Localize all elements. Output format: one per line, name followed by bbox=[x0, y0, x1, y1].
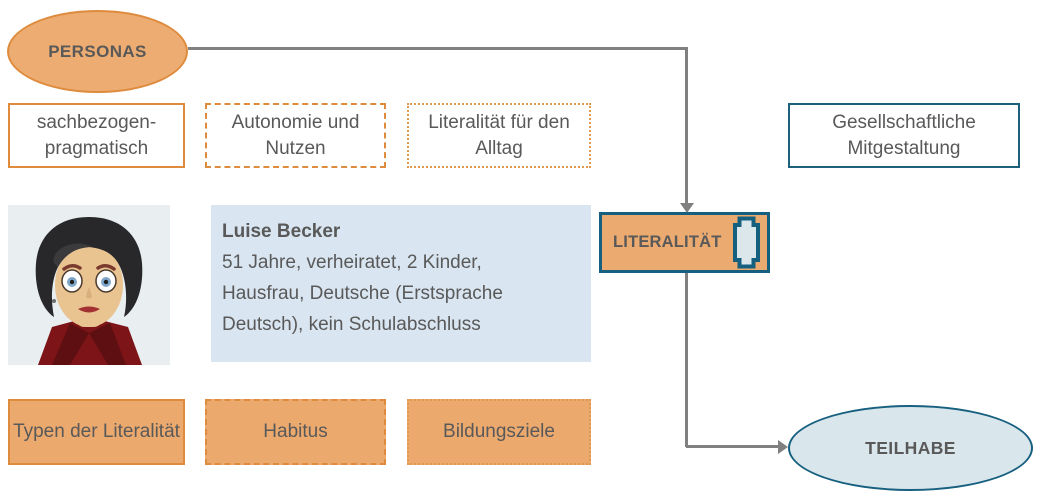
box-label: Habitus bbox=[263, 421, 328, 443]
persona-portrait bbox=[8, 205, 170, 365]
personas-label: PERSONAS bbox=[48, 41, 147, 61]
woman-avatar-icon bbox=[8, 205, 170, 365]
persona-name: Luise Becker bbox=[222, 221, 341, 242]
box-label: Typen der Literalität bbox=[13, 421, 180, 443]
arrowhead-down-icon bbox=[679, 203, 694, 213]
personas-node: PERSONAS bbox=[7, 10, 188, 93]
persona-details-line: 51 Jahre, verheiratet, 2 Kinder, bbox=[222, 252, 482, 273]
connector-teilhabe-horizontal bbox=[686, 445, 779, 448]
persona-details-line: Deutsch), kein Schulabschluss bbox=[222, 314, 481, 335]
box-literalitaet-alltag: Literalität für den Alltag bbox=[407, 103, 591, 168]
box-autonomie-und-nutzen: Autonomie und Nutzen bbox=[205, 103, 386, 168]
teilhabe-node: TEILHABE bbox=[788, 405, 1033, 491]
box-label: Bildungsziele bbox=[443, 421, 555, 443]
box-label: sachbezogen-pragmatisch bbox=[36, 112, 157, 159]
persona-info-card: Luise Becker 51 Jahre, verheiratet, 2 Ki… bbox=[211, 205, 591, 362]
literalitaet-node: LITERALITÄT bbox=[599, 212, 770, 273]
box-gesellschaftliche-mitgestaltung: Gesellschaftliche Mitgestaltung bbox=[788, 103, 1020, 168]
box-label: Gesellschaftliche Mitgestaltung bbox=[832, 112, 976, 159]
box-label: Autonomie und Nutzen bbox=[231, 112, 360, 159]
connector-personas-horizontal bbox=[188, 47, 686, 50]
box-label: Literalität für den Alltag bbox=[428, 112, 570, 159]
scroll-icon bbox=[733, 216, 760, 269]
box-sachbezogen-pragmatisch: sachbezogen-pragmatisch bbox=[8, 103, 185, 168]
persona-details-line: Hausfrau, Deutsche (Erstsprache bbox=[222, 283, 503, 304]
connector-personas-vertical bbox=[685, 47, 688, 204]
arrowhead-right-icon bbox=[778, 439, 788, 454]
box-habitus: Habitus bbox=[205, 399, 386, 465]
connector-literalitaet-vertical bbox=[685, 273, 688, 447]
teilhabe-label: TEILHABE bbox=[865, 437, 956, 458]
box-typen-der-literalitaet: Typen der Literalität bbox=[8, 399, 185, 465]
literalitaet-label: LITERALITÄT bbox=[613, 233, 722, 251]
box-bildungsziele: Bildungsziele bbox=[407, 399, 591, 465]
